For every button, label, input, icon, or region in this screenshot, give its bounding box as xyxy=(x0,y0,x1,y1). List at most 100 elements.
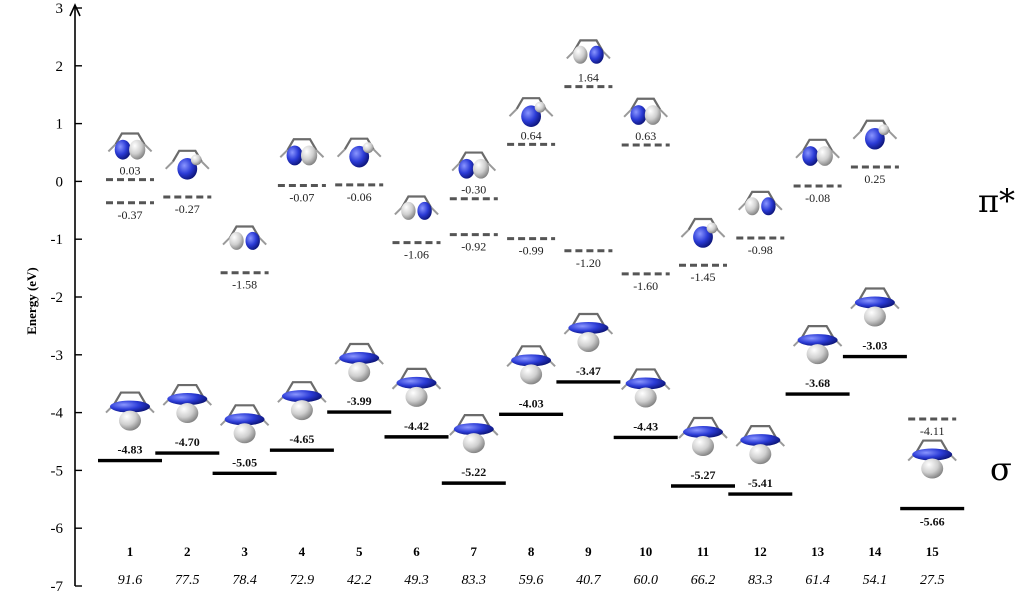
sigma-value-label: -3.47 xyxy=(576,364,601,378)
orbital-picture xyxy=(795,138,840,166)
pi-star-value-label: -0.27 xyxy=(175,202,200,216)
category-percentage: 72.9 xyxy=(290,573,315,588)
ring-bond xyxy=(571,312,606,327)
orbital-lobe xyxy=(761,197,776,216)
sigma-value-label: -3.03 xyxy=(862,339,887,353)
orbital-lobe xyxy=(625,377,666,390)
ring-bond xyxy=(227,404,262,418)
category-percentage: 27.5 xyxy=(920,573,945,588)
orbital-picture xyxy=(449,414,499,454)
orbital-lobe xyxy=(806,344,829,365)
orbital-lobe xyxy=(119,410,141,431)
orbital-lobe xyxy=(396,376,437,389)
pi-star-value-label: -0.30 xyxy=(461,183,486,197)
orbital-picture xyxy=(219,404,270,444)
orbital-picture xyxy=(563,312,614,352)
orbital-lobe xyxy=(339,352,380,365)
orbital-lobe xyxy=(177,158,198,180)
sigma-value-label: -5.27 xyxy=(691,468,716,482)
orbital-lobe xyxy=(921,458,944,479)
orbital-lobe xyxy=(362,142,374,154)
y-tick-label: 0 xyxy=(56,174,64,190)
category-label: 8 xyxy=(528,544,535,559)
y-axis-label: Energy (eV) xyxy=(24,267,39,335)
sigma-value-label: -3.68 xyxy=(805,376,830,390)
category-label: 10 xyxy=(639,544,652,559)
ring-bond xyxy=(399,367,434,382)
ring-bond xyxy=(458,151,490,164)
ring-bond xyxy=(114,132,146,145)
ring-bond xyxy=(336,148,382,158)
ring-bond xyxy=(680,229,726,238)
sigma-value-label: -3.99 xyxy=(347,394,372,408)
orbital-lobe xyxy=(245,231,260,250)
category-label: 12 xyxy=(754,544,767,559)
orbital-lobe xyxy=(401,201,416,220)
orbital-picture xyxy=(336,137,382,168)
ring-bond xyxy=(737,201,783,211)
ring-bond xyxy=(342,342,377,357)
y-tick-label: -2 xyxy=(51,290,64,306)
ring-bond xyxy=(573,39,604,52)
category-percentage: 49.3 xyxy=(404,573,429,588)
orbital-picture xyxy=(334,342,384,383)
category-label: 3 xyxy=(241,544,248,559)
category-percentage: 59.6 xyxy=(519,573,544,588)
pi-star-value-label: 0.03 xyxy=(120,164,141,178)
orbital-lobe xyxy=(290,400,313,421)
ring-bond xyxy=(170,383,205,398)
ring-bond xyxy=(401,195,432,208)
orbital-lobe xyxy=(521,105,541,128)
pi-star-value-label: 0.64 xyxy=(521,128,542,142)
orbital-lobe xyxy=(417,201,432,220)
category-label: 7 xyxy=(471,544,478,559)
orbital-picture xyxy=(277,381,327,421)
category-labels: 191.6277.5378.4472.9542.2649.3783.3859.6… xyxy=(118,544,945,588)
orbital-lobe xyxy=(349,145,370,168)
sigma-value-label: -4.03 xyxy=(519,396,544,410)
sigma-value-label: -5.22 xyxy=(461,465,486,479)
orbital-picture xyxy=(164,149,210,180)
ring-bond xyxy=(394,206,439,216)
y-tick-label: -6 xyxy=(51,521,64,537)
sigma-value-label: -5.05 xyxy=(232,455,257,469)
category-percentage: 78.4 xyxy=(232,573,257,588)
category-label: 13 xyxy=(811,544,825,559)
ring-bond xyxy=(451,162,497,172)
category-label: 5 xyxy=(356,544,363,559)
orbital-lobe xyxy=(912,448,953,461)
orbital-lobe xyxy=(176,403,199,424)
orbital-picture xyxy=(735,424,786,465)
ring-bond xyxy=(915,439,950,454)
energy-levels xyxy=(98,85,965,511)
orbital-picture xyxy=(391,367,442,407)
orbital-picture xyxy=(852,119,898,150)
orbital-lobe xyxy=(683,426,723,439)
ring-bond xyxy=(279,149,325,158)
orbital-lobe xyxy=(110,400,150,413)
ring-bond xyxy=(800,325,835,339)
ring-bond xyxy=(508,108,554,117)
sigma-value-label: -4.83 xyxy=(118,443,143,457)
orbital-lobe xyxy=(693,226,713,248)
y-tick-label: -1 xyxy=(51,232,64,248)
orbital-lobe xyxy=(797,334,838,347)
orbital-lobe xyxy=(348,362,371,383)
ring-bond xyxy=(686,416,720,431)
category-label: 15 xyxy=(926,544,940,559)
orbital-lobe xyxy=(589,45,604,64)
sigma-label: σ xyxy=(990,450,1012,488)
ring-bond xyxy=(852,130,898,140)
pi-star-value-label: -0.06 xyxy=(347,190,372,204)
orbital-lobe xyxy=(405,386,428,407)
orbital-lobe xyxy=(281,390,322,403)
category-label: 9 xyxy=(585,544,592,559)
orbital-picture xyxy=(506,345,556,385)
orbital-picture xyxy=(394,195,439,220)
ring-bond xyxy=(222,236,267,246)
category-percentage: 42.2 xyxy=(347,573,372,588)
category-percentage: 66.2 xyxy=(691,573,716,588)
orbital-picture xyxy=(620,368,671,408)
